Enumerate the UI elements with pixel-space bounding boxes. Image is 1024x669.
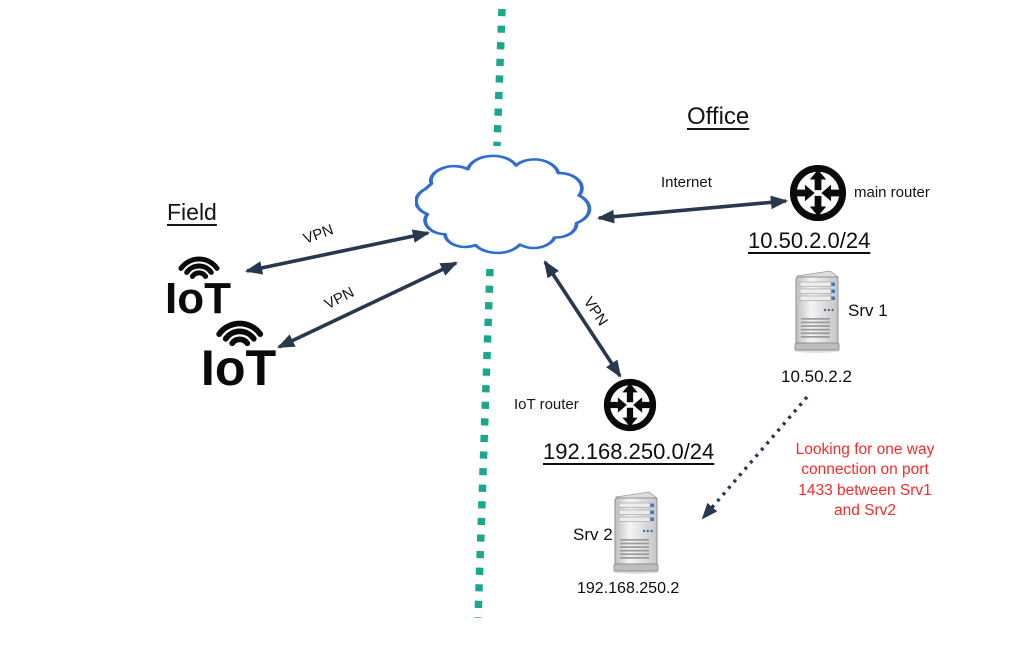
wifi-icon (178, 256, 220, 279)
server-1-label: Srv 1 (848, 301, 888, 320)
iot-device-2-label: IoT (201, 339, 277, 392)
oneway-dotted-arrow (701, 395, 809, 520)
iot-router-icon (603, 378, 657, 432)
cloud-icon (415, 154, 592, 255)
wifi-icon (216, 320, 264, 347)
vpn2-arrow (277, 261, 458, 349)
internet-link-label: Internet (661, 174, 712, 191)
internet-arrow (596, 195, 789, 224)
boundary-dashed-line-top (493, 8, 506, 147)
office-region-heading: Office (687, 103, 750, 130)
server-2-label: Srv 2 (573, 525, 613, 544)
office-network-label: 10.50.2.0/24 (748, 228, 871, 253)
iot-device-2-icon: IoT (201, 320, 277, 392)
vpn1-arrow (244, 229, 431, 275)
server-1-ip: 10.50.2.2 (781, 367, 852, 386)
main-router-icon (789, 164, 847, 222)
iot-device-1-label: IoT (165, 274, 231, 319)
server-1-icon (794, 270, 840, 353)
iot-device-1-icon: IoT (165, 256, 231, 319)
server-2-ip: 192.168.250.2 (577, 580, 680, 597)
main-router-label: main router (854, 184, 930, 201)
field-region-heading: Field (167, 199, 217, 225)
iot-network-label: 192.168.250.0/24 (543, 439, 715, 464)
vpn3-arrow (543, 260, 622, 378)
iot-router-label: IoT router (514, 396, 579, 413)
boundary-dashed-line-bottom (474, 268, 494, 619)
server-2-icon (613, 491, 659, 574)
oneway-connection-note: Looking for one way connection on port 1… (795, 441, 935, 520)
